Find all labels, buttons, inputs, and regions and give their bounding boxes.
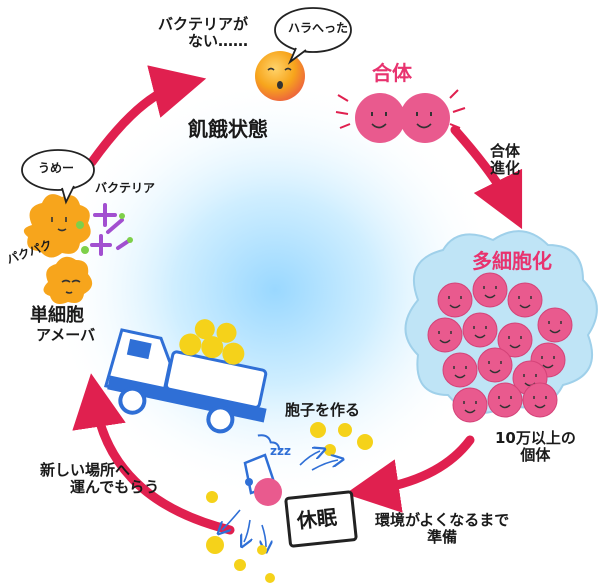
transport-note: 新しい場所へ 運んでもらう (40, 461, 160, 497)
amoeba-speech-text: うめー (38, 161, 75, 175)
no-bacteria-line-1: バクテリアが (158, 15, 249, 33)
truck-icon (103, 319, 281, 451)
no-bacteria-note: バクテリアが ない…… (158, 15, 249, 51)
dormancy-label: 休眠 (295, 504, 339, 534)
pink-cell (507, 282, 543, 318)
pink-cell (497, 322, 533, 358)
dormancy-box (284, 490, 358, 548)
multicellular-count-note: 10万以上の 個体 (495, 429, 576, 465)
wait-note-line-1: 環境がよくなるまで (375, 511, 510, 529)
multicellular-label: 多細胞化 (472, 249, 552, 273)
transport-note-line-2: 運んでもらう (70, 478, 160, 497)
dormancy-wait-note: 環境がよくなるまで 準備 (375, 511, 510, 547)
pink-cell (537, 307, 573, 343)
fusion-evolution-line-1: 合体 (490, 142, 521, 160)
fusion-cells-icon (335, 89, 466, 143)
multicellular-cells (427, 272, 573, 423)
wait-note-line-2: 準備 (427, 528, 458, 547)
count-note-line-1: 10万以上の (495, 429, 576, 447)
spore-making-label: 胞子を作る (285, 401, 361, 419)
starvation-speech-text: ハラへった (288, 21, 349, 35)
arrow-amoeba-to-starvation (87, 65, 207, 167)
fusion-evolution-note: 合体 進化 (490, 142, 521, 178)
pink-cell (477, 347, 513, 383)
arrow-fusion-to-multicellular (450, 125, 523, 230)
amoeba-icon (23, 194, 93, 304)
starving-amoeba-icon (255, 51, 305, 101)
no-bacteria-line-2: ない…… (188, 32, 249, 51)
pink-cell (442, 352, 478, 388)
bacteria-icon (90, 203, 132, 256)
bacteria-dots-icon (76, 213, 133, 254)
pink-cell (487, 382, 523, 418)
amoeba-label-line-1: 単細胞 (30, 305, 84, 326)
pink-cell (472, 272, 508, 308)
fusion-label: 合体 (372, 61, 412, 85)
transport-note-line-1: 新しい場所へ (40, 461, 131, 479)
pink-cell (427, 317, 463, 353)
arrow-multicellular-to-dormancy (345, 435, 475, 513)
cycle-arrows (72, 65, 523, 535)
speech-bubble-icon (274, 7, 352, 65)
starvation-label: 飢餓状態 (188, 117, 268, 141)
pink-cell (462, 312, 498, 348)
count-note-line-2: 個体 (520, 446, 551, 465)
sleep-sound: zzz (270, 444, 291, 458)
pink-cell (452, 387, 488, 423)
pink-cell (437, 282, 473, 318)
amoeba-label-line-2: アメーバ (36, 325, 96, 344)
spore-cap-icon (243, 453, 282, 506)
pink-cell (522, 382, 558, 418)
arrow-transport-to-amoeba (72, 373, 235, 535)
fusion-evolution-line-2: 進化 (490, 159, 521, 178)
scattered-spores-icon (206, 491, 275, 583)
bacteria-label: バクテリア (95, 181, 156, 195)
amoeba-label: 単細胞 アメーバ (30, 305, 96, 344)
spore-arrows (222, 451, 338, 547)
speech-bubble-icon (21, 149, 95, 205)
